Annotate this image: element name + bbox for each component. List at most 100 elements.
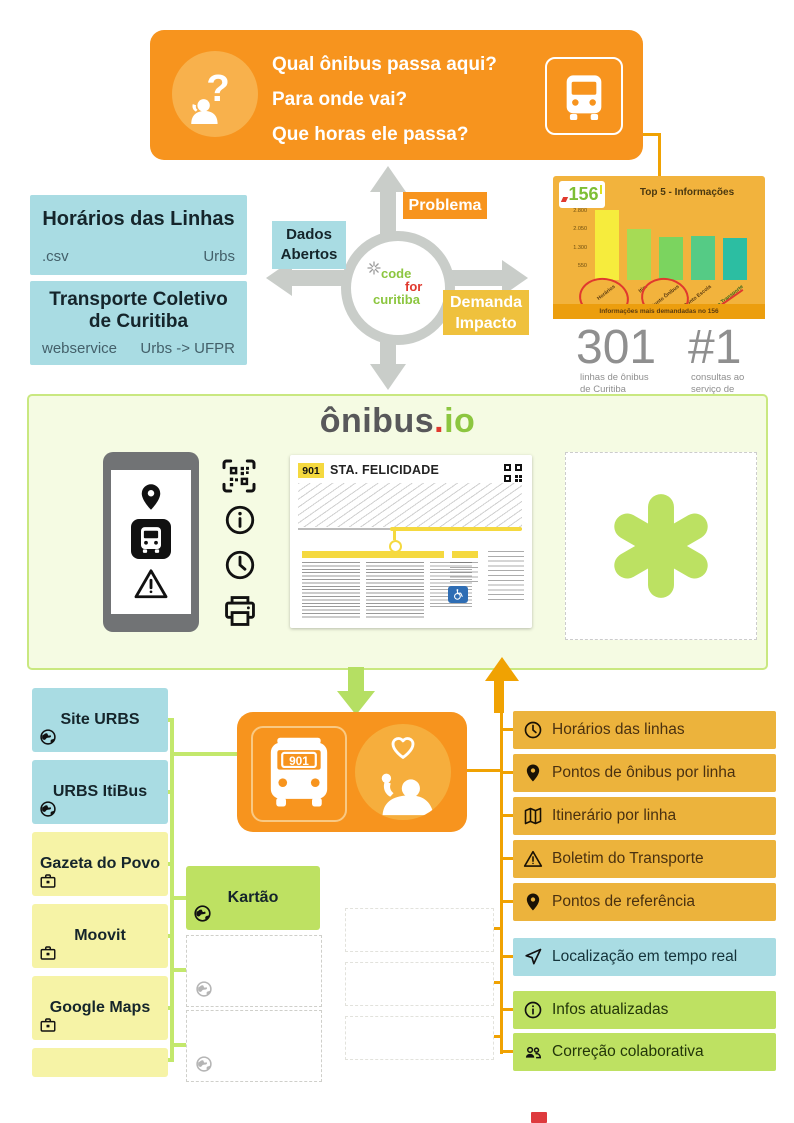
hub-box: 901	[237, 712, 467, 832]
alt-google-maps: Google Maps	[32, 976, 168, 1040]
source-format: webservice	[42, 340, 118, 357]
placeholder-box-5	[345, 1016, 494, 1060]
hub-person-circle	[355, 724, 451, 820]
green-stub-6	[166, 1058, 174, 1062]
source-provider: Urbs	[203, 248, 235, 265]
banner-question-3: Que horas ele passa?	[272, 124, 469, 145]
question-banner: ? Qual ônibus passa aqui? Para onde vai?…	[150, 30, 643, 160]
asterisk-icon	[602, 487, 720, 605]
decor-timetable-col-1	[302, 562, 360, 620]
feature-pontos-onibus: Pontos de ônibus por linha	[513, 754, 776, 792]
decor-route-stop-labels	[298, 483, 522, 527]
bar-2	[627, 228, 651, 280]
green-connector-to-hub	[174, 752, 237, 756]
feature-horarios: Horários das linhas	[513, 711, 776, 749]
decor-legend	[488, 551, 524, 603]
logo-code: code	[381, 266, 412, 281]
qr-scan-icon	[219, 456, 259, 496]
label-dados-abertos: Dados Abertos	[272, 221, 346, 269]
logo-156-tick	[599, 185, 602, 194]
route-name: STA. FELICIDADE	[330, 463, 440, 477]
ytick-1300: 1.300	[573, 245, 587, 251]
ytick-2050: 2.050	[573, 226, 587, 232]
decor-bottom-red-mark	[531, 1112, 547, 1123]
source-format: .csv	[42, 248, 69, 265]
logo-156: 156	[559, 181, 605, 208]
chart-156-card: 156 Top 5 - Informações 2.800 2.050 1.30…	[553, 176, 765, 322]
green-connector-vertical	[170, 718, 174, 1062]
label-problema: Problema	[403, 192, 487, 219]
alt-site-urbs: Site URBS	[32, 688, 168, 752]
placeholder-box-2	[186, 1010, 322, 1082]
banner-question-2: Para onde vai?	[272, 89, 408, 110]
people-icon	[523, 1042, 543, 1062]
orange-stub-4	[503, 857, 513, 860]
globe-icon	[193, 904, 212, 923]
briefcase-icon	[39, 944, 57, 962]
briefcase-icon	[39, 1016, 57, 1034]
feature-label: Pontos de ônibus por linha	[552, 764, 736, 781]
product-title-main: ônibus	[319, 402, 435, 440]
phone-mockup	[103, 452, 199, 632]
green-stub-1	[166, 718, 174, 722]
alt-gazeta-do-povo: Gazeta do Povo	[32, 832, 168, 896]
product-title-suffix: io	[444, 402, 476, 440]
feature-itinerario: Itinerário por linha	[513, 797, 776, 835]
feature-correcao: Correção colaborativa	[513, 1033, 776, 1071]
asterisk-placeholder-box	[565, 452, 757, 640]
warning-icon	[523, 849, 543, 869]
logo-for: for	[405, 279, 423, 294]
chart-caption: Informações mais demandadas no 156	[553, 304, 765, 319]
orange-stub-mid-3	[492, 1035, 501, 1038]
svg-text:?: ?	[206, 67, 229, 110]
decor-marker-stem	[393, 531, 396, 540]
source-provider: Urbs -> UFPR	[140, 340, 235, 357]
decor-fare-text	[450, 562, 478, 582]
green-stub-2	[166, 790, 174, 794]
label-demanda-impacto: Demanda Impacto	[443, 290, 529, 335]
orange-up-arrow-shaft	[494, 679, 504, 713]
feature-label: Correção colaborativa	[552, 1043, 704, 1060]
alt-moovit: Moovit	[32, 904, 168, 968]
info-icon	[523, 1000, 543, 1020]
connector-banner-v	[658, 133, 661, 179]
feature-label: Localização em tempo real	[552, 948, 738, 965]
source-box-horarios: Horários das Linhas .csv Urbs	[30, 195, 247, 275]
bar-3	[659, 236, 683, 280]
bus-app-icon	[131, 518, 171, 559]
hub-bus-icon: 901	[251, 726, 347, 822]
decor-table-header	[302, 551, 444, 558]
clock-icon	[523, 720, 543, 740]
pin-icon	[136, 482, 166, 512]
briefcase-icon	[39, 872, 57, 890]
alt-label: Gazeta do Povo	[39, 855, 161, 872]
hub-bus-number: 901	[289, 754, 309, 768]
green-stub-dashed-2	[174, 1043, 186, 1047]
bar-group	[591, 206, 763, 280]
bar-5	[723, 238, 747, 280]
green-stub-dashed-1	[174, 968, 186, 972]
source-title: Horários das Linhas	[42, 208, 235, 230]
arrow-down-icon	[370, 364, 406, 390]
source-title: Transporte Coletivo de Curitiba	[49, 289, 228, 332]
map-icon	[523, 806, 543, 826]
green-stub-4	[166, 934, 174, 938]
orange-stub-1	[503, 728, 513, 731]
alt-label: Google Maps	[49, 999, 151, 1016]
green-down-arrow-shaft	[348, 667, 364, 693]
green-down-arrow-icon	[337, 691, 375, 715]
orange-connector-vertical	[500, 713, 503, 1054]
schedule-card: 901 STA. FELICIDADE	[290, 455, 532, 628]
placeholder-box-4	[345, 962, 494, 1006]
info-icon	[223, 503, 257, 537]
arrow-up-icon	[370, 166, 406, 192]
route-number-badge: 901	[298, 463, 324, 478]
ytick-550: 550	[577, 263, 587, 269]
stat-301-caption: linhas de ônibus de Curitiba	[580, 372, 649, 395]
warning-icon	[133, 566, 169, 602]
placeholder-box-1	[186, 935, 322, 1007]
kartao-label: Kartão	[227, 889, 279, 906]
feature-label: Boletim do Transporte	[552, 850, 704, 867]
orange-stub-2	[503, 771, 513, 774]
